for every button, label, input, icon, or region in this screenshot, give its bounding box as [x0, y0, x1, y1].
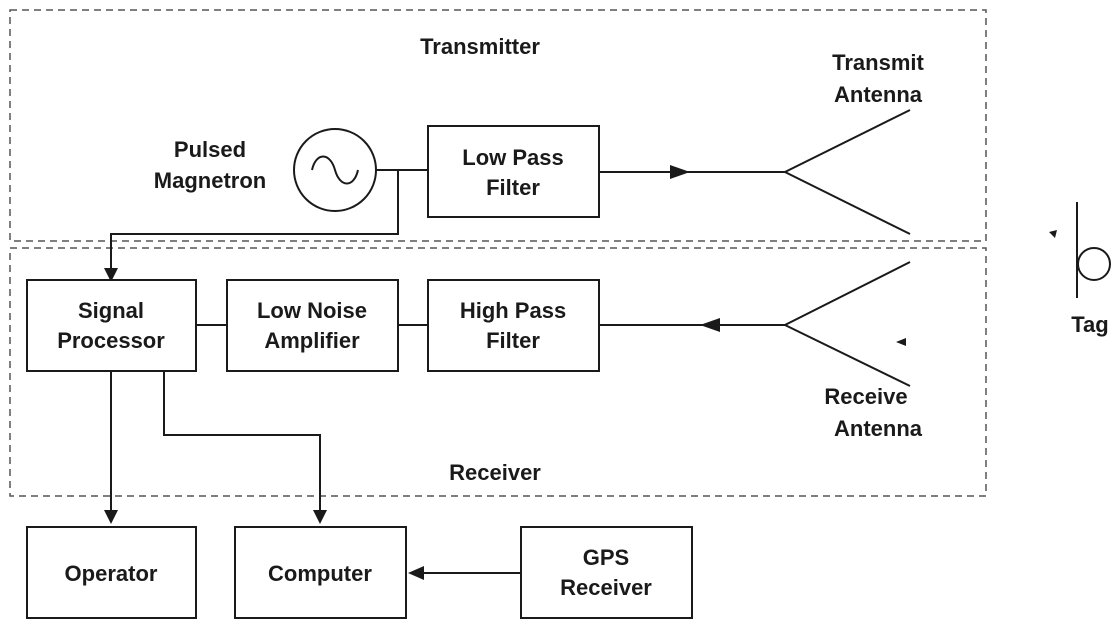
pulsed-magnetron [293, 128, 377, 212]
tag-label: Tag [1071, 312, 1108, 337]
receive-arrow [700, 318, 720, 332]
transmitter-label: Transmitter [420, 34, 540, 59]
operator-label: Operator [65, 561, 158, 586]
low-pass-filter-label-line2: Filter [486, 175, 540, 200]
transmit-arrow [670, 165, 690, 179]
signal-processor-label-line1: Signal [78, 298, 144, 323]
receive-antenna-icon [782, 261, 911, 387]
magnetron-label-line2: Magnetron [154, 168, 266, 193]
computer-label: Computer [268, 561, 372, 586]
magnetron-label-line1: Pulsed [174, 137, 246, 162]
operator-block [26, 526, 197, 619]
high-pass-filter-label-line1: High Pass [460, 298, 566, 323]
transmit-antenna-icon [782, 109, 911, 235]
low-noise-amplifier-block [226, 279, 399, 372]
sine-wave-icon [311, 155, 359, 185]
reference-feed-arrow [104, 268, 118, 282]
incident-wave-marker [1049, 230, 1057, 238]
high-pass-filter-label-line2: Filter [486, 328, 540, 353]
receive-antenna-label-line1: Receive [824, 384, 907, 409]
transmit-antenna-label-line1: Transmit [832, 50, 924, 75]
receive-antenna-label-line2: Antenna [834, 416, 923, 441]
gps-label-line2: Receiver [560, 575, 652, 600]
high-pass-filter-block [427, 279, 600, 372]
reflected-wave-marker [896, 338, 906, 346]
computer-block [234, 526, 407, 619]
lna-label-line1: Low Noise [257, 298, 367, 323]
gps-label-line1: GPS [583, 545, 629, 570]
operator-arrow [104, 510, 118, 524]
low-pass-filter-label-line1: Low Pass [462, 145, 563, 170]
receiver-label: Receiver [449, 460, 541, 485]
transmit-antenna-label-line2: Antenna [834, 82, 923, 107]
reference-feed-line [110, 170, 399, 270]
computer-arrow [313, 510, 327, 524]
lna-label-line2: Amplifier [264, 328, 360, 353]
transmitter-section [9, 9, 987, 242]
sp-to-computer-line [163, 371, 321, 512]
tag-icon [1076, 202, 1111, 298]
gps-arrow [408, 566, 424, 580]
signal-processor-block [26, 279, 197, 372]
gps-receiver-block [520, 526, 693, 619]
signal-processor-label-line2: Processor [57, 328, 165, 353]
low-pass-filter-block [427, 125, 600, 218]
